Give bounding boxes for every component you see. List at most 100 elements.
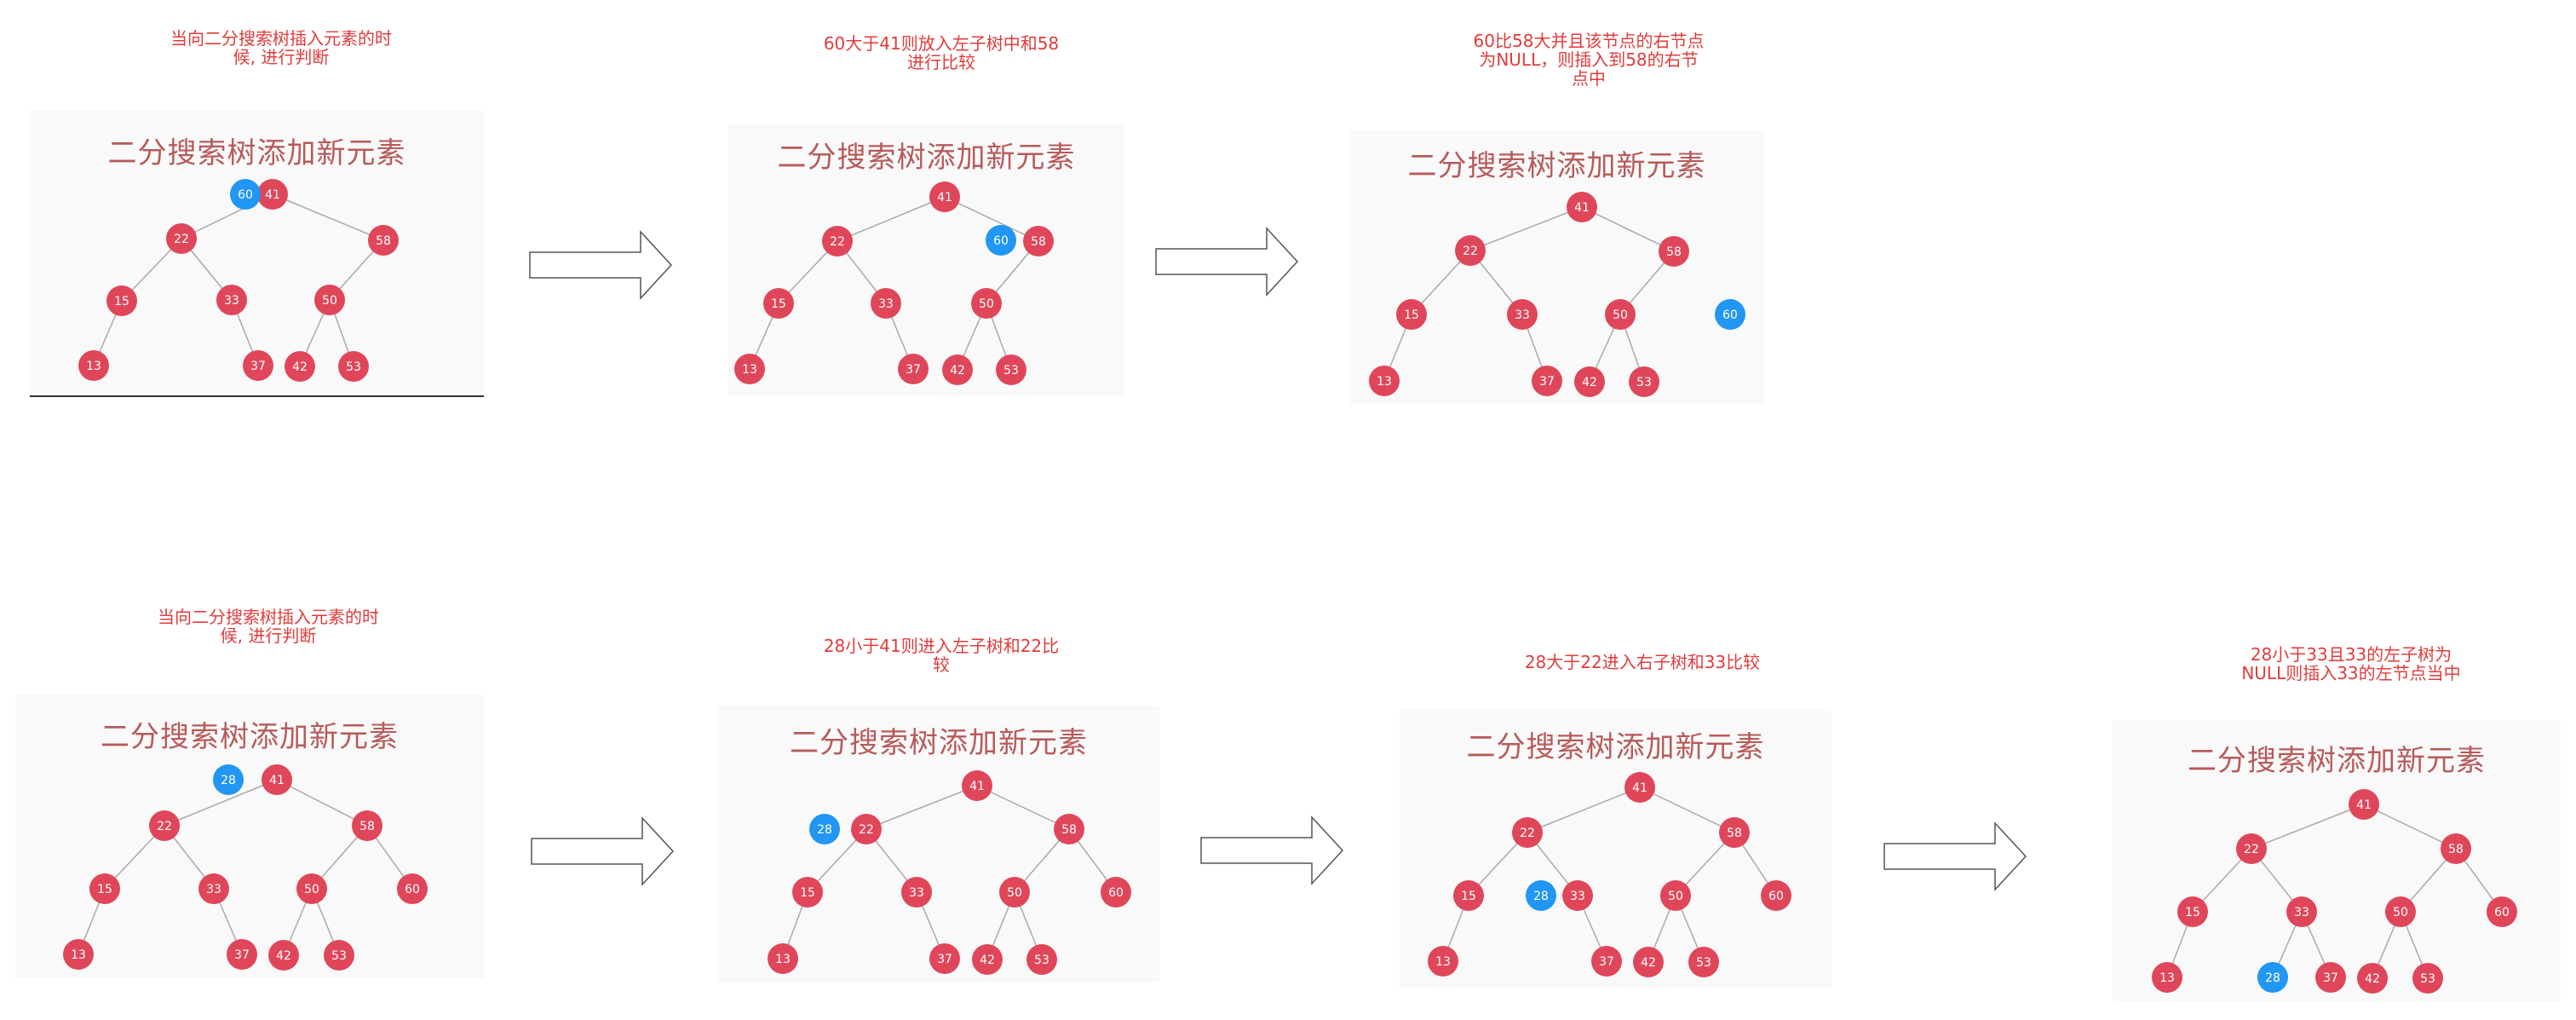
node-circle — [213, 764, 244, 795]
node-label: 50 — [979, 297, 994, 311]
node-circle — [768, 943, 798, 974]
node-circle — [216, 285, 247, 315]
node-label: 41 — [1632, 781, 1647, 795]
node-circle — [166, 223, 197, 254]
node-circle — [809, 814, 840, 844]
node-circle — [149, 810, 180, 841]
node-label: 53 — [346, 360, 361, 374]
node-circle — [1574, 366, 1605, 397]
new-node: 60 — [986, 225, 1016, 256]
node-circle — [962, 770, 992, 801]
node-circle — [106, 285, 137, 316]
node-circle — [243, 350, 273, 381]
tree-node: 41 — [929, 182, 960, 212]
node-label: 58 — [1727, 827, 1742, 840]
tree-node: 13 — [1369, 366, 1400, 396]
tree-edge — [837, 196, 946, 242]
node-circle — [2177, 896, 2208, 927]
tree-node: 50 — [971, 288, 1002, 319]
right-arrow-icon — [1200, 815, 1344, 885]
node-circle — [871, 288, 901, 319]
node-label: 33 — [909, 886, 924, 900]
node-label: 37 — [937, 953, 952, 966]
tree-node: 15 — [106, 285, 137, 316]
node-label: 50 — [1668, 890, 1683, 903]
node-label: 53 — [331, 949, 347, 963]
node-circle — [2257, 962, 2288, 993]
node-label: 13 — [86, 360, 101, 373]
node-circle — [996, 354, 1026, 385]
node-circle — [1624, 772, 1655, 803]
node-circle — [1715, 299, 1745, 330]
node-circle — [397, 873, 428, 904]
tree-edge — [164, 779, 278, 827]
node-circle — [999, 877, 1030, 908]
tree-node: 33 — [871, 288, 901, 319]
node-circle — [285, 351, 315, 382]
tree-node: 58 — [2441, 833, 2471, 864]
tree-edge — [1527, 787, 1641, 833]
tree-node: 15 — [89, 873, 120, 904]
node-circle — [1101, 877, 1131, 908]
tree-node: 42 — [268, 940, 299, 971]
tree-node: 15 — [1396, 299, 1427, 330]
node-circle — [1455, 235, 1486, 266]
node-circle — [1660, 880, 1691, 911]
node-label: 53 — [1696, 956, 1711, 970]
node-label: 42 — [292, 360, 308, 374]
tree-node: 58 — [1659, 236, 1689, 267]
node-label: 15 — [1404, 308, 1419, 322]
node-label: 22 — [174, 233, 189, 246]
tree-node: 22 — [1512, 817, 1543, 848]
tree-node: 42 — [1633, 947, 1664, 977]
tree-node: 53 — [1688, 947, 1719, 977]
node-label: 41 — [2356, 798, 2372, 812]
panel-title: 二分搜索树添加新元素 — [777, 141, 1076, 175]
node-label: 60 — [405, 883, 420, 896]
tree-node: 58 — [368, 225, 399, 256]
node-label: 22 — [157, 820, 172, 833]
step-caption: 60大于41则放入左子树中和58 进行比较 — [823, 33, 1060, 72]
node-label: 41 — [937, 191, 952, 205]
node-label: 13 — [742, 363, 757, 377]
tree-node: 15 — [763, 288, 794, 319]
node-label: 60 — [993, 234, 1009, 248]
node-label: 37 — [1539, 375, 1555, 389]
tree-node: 41 — [1567, 192, 1597, 222]
tree-node: 41 — [2349, 789, 2379, 820]
tree-node: 41 — [962, 770, 992, 801]
tree-node: 15 — [2177, 896, 2208, 927]
node-label: 58 — [1061, 823, 1077, 837]
tree-node: 58 — [1023, 226, 1054, 256]
tree-node: 13 — [63, 939, 94, 970]
tree-node: 50 — [1660, 880, 1691, 911]
tree-node: 41 — [262, 764, 292, 795]
panel-title: 二分搜索树添加新元素 — [1407, 149, 1706, 183]
tree-node: 13 — [734, 354, 765, 384]
node-circle — [296, 873, 327, 904]
panel-title: 二分搜索树添加新元素 — [101, 720, 399, 754]
node-label: 37 — [2323, 971, 2338, 985]
node-label: 37 — [906, 363, 921, 377]
node-circle — [63, 939, 94, 970]
panel-title: 二分搜索树添加新元素 — [107, 136, 406, 170]
tree-node: 13 — [2152, 962, 2182, 993]
node-label: 13 — [775, 953, 791, 966]
node-circle — [1512, 817, 1543, 848]
node-label: 60 — [238, 188, 253, 202]
node-circle — [1532, 366, 1562, 396]
node-circle — [1023, 226, 1054, 256]
node-circle — [2152, 962, 2182, 993]
baseline-rule — [30, 395, 484, 397]
node-label: 33 — [206, 883, 221, 896]
tree-edge — [944, 196, 1039, 242]
tree-edge — [1469, 206, 1583, 251]
node-label: 60 — [1108, 886, 1124, 900]
node-label: 15 — [1461, 890, 1476, 903]
step-caption: 28大于22进入右子树和33比较 — [1524, 652, 1761, 672]
